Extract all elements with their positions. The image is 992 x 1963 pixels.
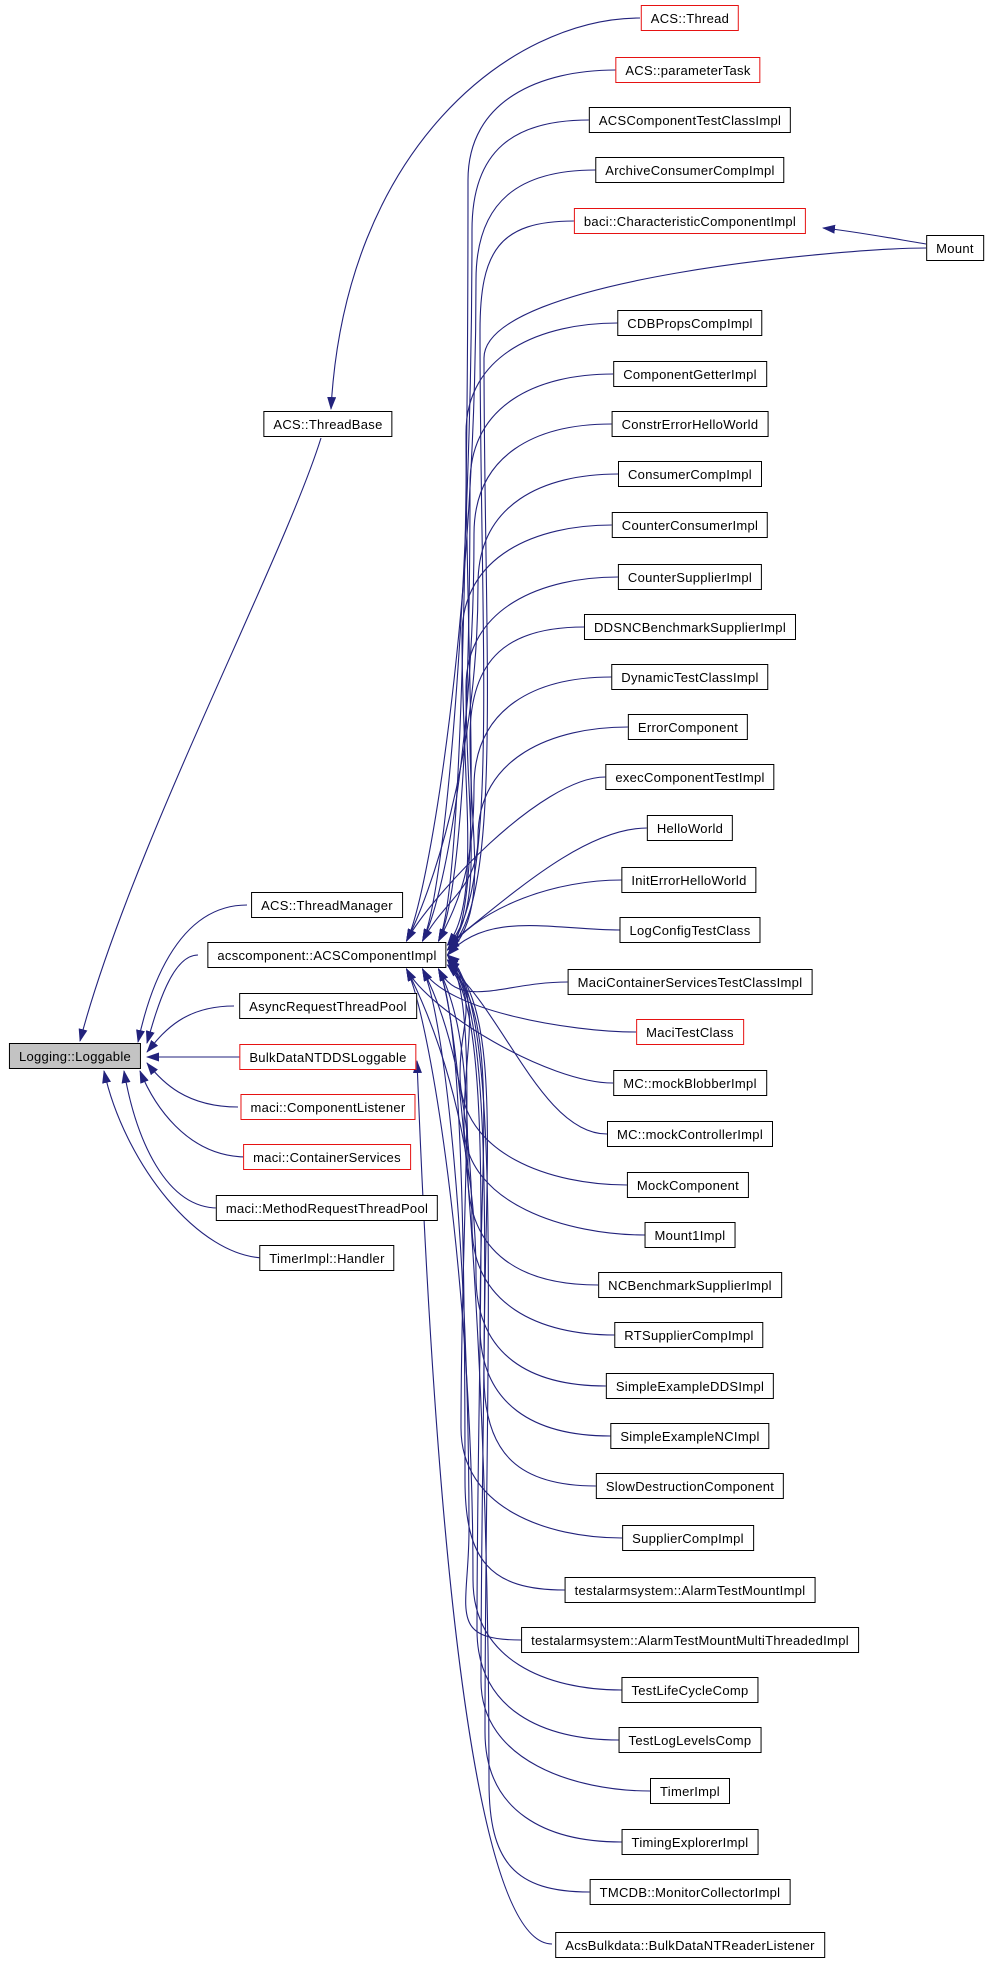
inheritance-edge [412,1060,553,1945]
inheritance-edge [145,954,199,1044]
node-acs-threadbase[interactable]: ACS::ThreadBase [263,411,393,437]
inheritance-edge [406,968,622,1691]
inheritance-edge [406,776,606,942]
node-slowdestructioncomponent[interactable]: SlowDestructionComponent [595,1473,785,1499]
inheritance-edge [406,968,614,1084]
node-mount[interactable]: Mount [926,235,984,261]
node-ddsncbenchmarksupplierimpl[interactable]: DDSNCBenchmarkSupplierImpl [583,614,797,640]
inheritance-edge [146,1062,239,1108]
node-acs-threadmanager[interactable]: ACS::ThreadManager [251,892,403,918]
node-consumercompimpl[interactable]: ConsumerCompImpl [617,461,763,487]
node-maci-componentlistener[interactable]: maci::ComponentListener [240,1094,416,1120]
inheritance-edge [438,373,614,942]
node-logging-loggable: Logging::Loggable [8,1043,142,1069]
node-simpleexampleddsimpl[interactable]: SimpleExampleDDSImpl [605,1373,775,1399]
inheritance-edge [422,423,612,942]
node-mc-mockblobberimpl[interactable]: MC::mockBlobberImpl [613,1070,767,1096]
inheritance-edge [121,1070,219,1209]
node-testloglevelscomp[interactable]: TestLogLevelsComp [618,1727,762,1753]
inheritance-edge [446,964,619,1741]
inheritance-edge [406,473,619,942]
inheritance-edge [446,247,927,951]
inheritance-edge [446,322,618,956]
node-baci-characteristiccomponentimpl[interactable]: baci::CharacteristicComponentImpl [573,208,807,234]
inheritance-edge [146,1005,235,1053]
node-testalarmsystem-alarmtestmountimpl[interactable]: testalarmsystem::AlarmTestMountImpl [564,1577,816,1603]
node-mount1impl[interactable]: Mount1Impl [644,1222,736,1248]
node-timingexplorerimpl[interactable]: TimingExplorerImpl [621,1829,759,1855]
node-suppliercompimpl[interactable]: SupplierCompImpl [622,1525,754,1551]
node-constrerrorhelloworld[interactable]: ConstrErrorHelloWorld [611,411,769,437]
inheritance-edge [446,576,619,951]
node-acscomponentimpl[interactable]: acscomponent::ACSComponentImpl [207,942,447,968]
node-dynamictestclassimpl[interactable]: DynamicTestClassImpl [611,664,769,690]
inheritance-edge [446,879,622,951]
inheritance-edge [822,224,927,245]
inheritance-edge [446,959,651,1792]
node-acs-thread[interactable]: ACS::Thread [640,5,740,31]
inheritance-edge [446,524,613,946]
node-mc-mockcontrollerimpl[interactable]: MC::mockControllerImpl [606,1121,774,1147]
node-macicontainerservicestestclassimpl[interactable]: MaciContainerServicesTestClassImpl [567,969,813,995]
inheritance-edge [422,968,637,1033]
inheritance-edge [139,1070,248,1158]
inheritance-edge [136,904,248,1043]
node-cdbpropscompimpl[interactable]: CDBPropsCompImpl [617,310,763,336]
inheritance-edge [422,968,522,1641]
node-rtsuppliercompimpl[interactable]: RTSupplierCompImpl [614,1322,764,1348]
inheritance-edge [422,726,629,942]
inheritance-edge [446,925,620,956]
node-timerimpl[interactable]: TimerImpl [650,1778,730,1804]
inheritance-edge [446,964,608,1135]
node-archiveconsumercompimpl[interactable]: ArchiveConsumerCompImpl [595,157,785,183]
node-errorcomponent[interactable]: ErrorComponent [627,714,749,740]
inheritance-edge [102,1070,267,1259]
inheritance-edge [446,626,585,956]
node-countersupplierimpl[interactable]: CounterSupplierImpl [617,564,763,590]
node-logconfigtestclass[interactable]: LogConfigTestClass [619,917,761,943]
node-maci-methodrequestthreadpool[interactable]: maci::MethodRequestThreadPool [215,1195,439,1221]
inheritance-edge [438,676,612,942]
inheritance-edge [327,17,641,410]
inheritance-edge [422,968,615,1336]
node-maci-containerservices[interactable]: maci::ContainerServices [243,1144,411,1170]
node-initerrorhelloworld[interactable]: InitErrorHelloWorld [621,867,757,893]
inheritance-edge [406,169,596,942]
node-componentgetterimpl[interactable]: ComponentGetterImpl [613,361,767,387]
inheritance-edge [438,968,590,1893]
node-acs-parametertask[interactable]: ACS::parameterTask [615,57,761,83]
node-tmcdb-monitorcollectorimpl[interactable]: TMCDB::MonitorCollectorImpl [589,1879,791,1905]
inheritance-edge [406,968,607,1387]
inheritance-edge [78,437,322,1042]
inheritance-edge [422,119,590,942]
node-ncbenchmarksupplierimpl[interactable]: NCBenchmarkSupplierImpl [598,1272,782,1298]
inheritance-edge [438,968,599,1286]
inheritance-edge [446,954,623,1539]
node-asyncrequestthreadpool[interactable]: AsyncRequestThreadPool [239,993,417,1019]
node-testalarmsystem-alarmtestmountmultithreadedimpl[interactable]: testalarmsystem::AlarmTestMountMultiThre… [521,1627,859,1653]
inheritance-edge [446,954,622,1843]
node-macitestclass[interactable]: MaciTestClass [636,1019,744,1045]
node-execcomponenttestimpl[interactable]: execComponentTestImpl [605,764,775,790]
node-bulkdatantddsloggable[interactable]: BulkDataNTDDSLoggable [239,1044,417,1070]
node-acsbulkdata-bulkdatantreaderlistener[interactable]: AcsBulkdata::BulkDataNTReaderListener [555,1932,825,1958]
node-simpleexamplencimpl[interactable]: SimpleExampleNCImpl [610,1423,770,1449]
node-counterconsumerimpl[interactable]: CounterConsumerImpl [611,512,769,538]
inheritance-edge [438,69,616,942]
node-testlifecyclecomp[interactable]: TestLifeCycleComp [621,1677,759,1703]
node-mockcomponent[interactable]: MockComponent [626,1172,750,1198]
node-helloworld[interactable]: HelloWorld [646,815,734,841]
node-timerimpl-handler[interactable]: TimerImpl::Handler [259,1245,395,1271]
node-acscomponenttestclassimpl[interactable]: ACSComponentTestClassImpl [588,107,792,133]
